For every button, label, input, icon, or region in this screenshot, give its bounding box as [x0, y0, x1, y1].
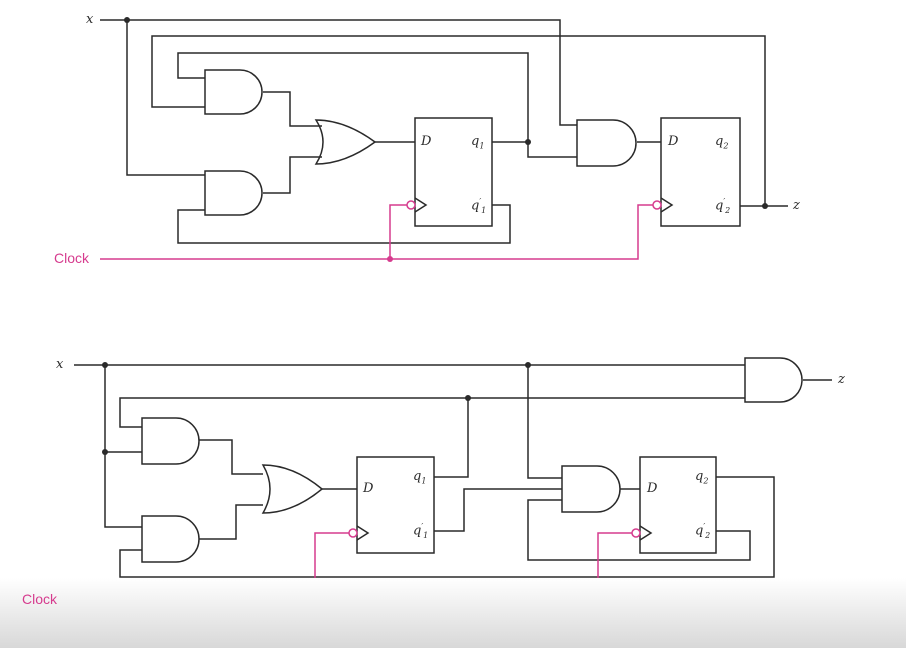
top-q1bar-feedback: [177, 204, 511, 244]
top-junction-z: [762, 203, 768, 209]
bottom-shadow: [0, 578, 906, 648]
bottom-flipflop-2: [639, 456, 717, 554]
top-clock-net: [100, 200, 662, 260]
bottom-ff2-d-label: D: [647, 481, 658, 496]
bottom-and-gate-2: [141, 515, 200, 563]
bottom-input-label: x: [56, 357, 64, 372]
bottom-ff1-d-label: D: [363, 481, 374, 496]
top-ff1-qbar-label: q′1: [471, 197, 487, 215]
top-junctions: [124, 17, 768, 209]
top-clock-junction: [387, 256, 393, 262]
bottom-x-branch: [104, 365, 142, 528]
top-clock-label: Clock: [54, 250, 90, 266]
bottom-or-gate: [261, 464, 324, 514]
bottom-ff2-q-label: q2: [695, 469, 709, 486]
bottom-ff2-clock-triangle: [639, 525, 653, 541]
top-and-gate-2: [204, 170, 263, 216]
bottom-and-gate-3: [561, 465, 621, 513]
bottom-q1-wire: [434, 398, 469, 478]
circuit-top: [100, 19, 788, 244]
top-and1-out: [263, 91, 322, 127]
bottom-ff1-q-label: q1: [413, 469, 427, 486]
bottom-x-to-and3: [527, 365, 562, 479]
top-ff1-d-label: D: [421, 134, 432, 149]
bottom-output-and-gate: [744, 357, 803, 403]
top-ff2-q-label: q2: [715, 134, 729, 151]
top-clock-wire: [100, 204, 653, 260]
bottom-ff1-qbar-label: q′1: [413, 522, 429, 540]
top-flipflop-1: [414, 117, 493, 227]
top-or-gate: [314, 119, 377, 165]
bottom-and1-out: [199, 439, 263, 475]
top-ff2-d-label: D: [668, 134, 679, 149]
top-and1-in-a: [151, 35, 766, 206]
top-x-wire: [100, 19, 577, 126]
top-output-label: z: [793, 198, 800, 213]
top-and1-in-b: [177, 52, 529, 142]
bottom-clock-branch: [314, 532, 349, 599]
top-clock-branch: [389, 204, 407, 259]
bottom-and-gate-1: [141, 417, 200, 465]
top-and-gate-1: [204, 69, 263, 115]
bottom-and2-out: [199, 504, 263, 540]
top-ff1-clock-triangle: [414, 197, 428, 213]
bottom-junction-q1: [465, 395, 471, 401]
bottom-clock-label: Clock: [22, 591, 58, 607]
bottom-q1-to-output-and: [119, 397, 745, 428]
bottom-q2-feedback: [119, 476, 775, 578]
circuit-bottom: [74, 357, 832, 578]
bottom-q2bar-feedback: [527, 499, 751, 561]
bottom-junction-x: [102, 362, 108, 368]
bottom-junction-x-and1: [102, 449, 108, 455]
bottom-ff1-clock-triangle: [356, 525, 370, 541]
top-flipflop-2: [660, 117, 741, 227]
top-ff1-clock-bubble: [406, 200, 416, 210]
top-junction-q1: [525, 139, 531, 145]
bottom-output-label: z: [838, 372, 845, 387]
top-and2-out: [263, 156, 322, 194]
bottom-ff2-qbar-label: q′2: [695, 522, 711, 540]
bottom-ff2-clock-bubble: [631, 528, 641, 538]
bottom-flipflop-1: [356, 456, 435, 554]
top-ff2-clock-bubble: [652, 200, 662, 210]
top-junction-x: [124, 17, 130, 23]
top-q1-wire: [492, 141, 577, 158]
top-ff2-qbar-label: q′2: [715, 197, 731, 215]
top-ff1-q-label: q1: [471, 134, 485, 151]
top-input-label: x: [86, 12, 94, 27]
bottom-q1bar-wire: [434, 488, 562, 532]
top-x-branch: [126, 20, 205, 176]
top-and-gate-3: [576, 119, 637, 167]
bottom-junction-x-and3: [525, 362, 531, 368]
top-ff2-clock-triangle: [660, 197, 674, 213]
bottom-junctions: [102, 362, 531, 455]
bottom-ff1-clock-bubble: [348, 528, 358, 538]
